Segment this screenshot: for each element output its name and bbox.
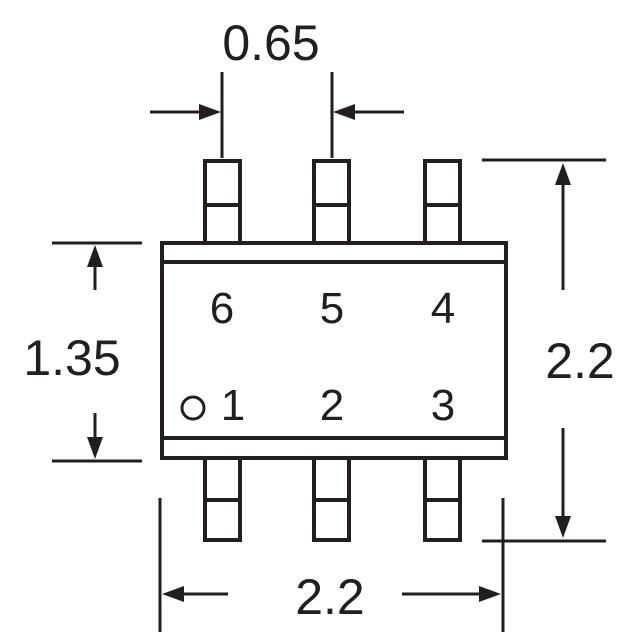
pin-label-3: 3 bbox=[431, 381, 455, 430]
dim-overall-height-label: 2.2 bbox=[545, 333, 615, 389]
lead-2 bbox=[312, 456, 351, 542]
dim-body-width bbox=[52, 241, 142, 463]
top-leads bbox=[203, 159, 462, 245]
dim-body-length-label: 2.2 bbox=[295, 569, 365, 625]
dim-pitch-label: 0.65 bbox=[222, 15, 319, 71]
lead-4 bbox=[423, 159, 462, 245]
dim-body-width-label: 1.35 bbox=[23, 330, 120, 386]
dim-body-length bbox=[158, 498, 505, 632]
pin1-marker-icon bbox=[180, 395, 206, 421]
pin-label-5: 5 bbox=[320, 284, 344, 333]
pin-label-6: 6 bbox=[210, 284, 234, 333]
dim-pitch bbox=[150, 72, 404, 158]
pin-label-2: 2 bbox=[320, 381, 344, 430]
lead-5 bbox=[312, 159, 351, 245]
pin-label-1: 1 bbox=[221, 381, 245, 430]
pin-labels: 6 5 4 1 2 3 bbox=[210, 284, 455, 430]
lead-6 bbox=[203, 159, 242, 245]
lead-1 bbox=[203, 456, 242, 542]
lead-3 bbox=[423, 456, 462, 542]
pin-label-4: 4 bbox=[431, 284, 455, 333]
bottom-leads bbox=[203, 456, 462, 542]
